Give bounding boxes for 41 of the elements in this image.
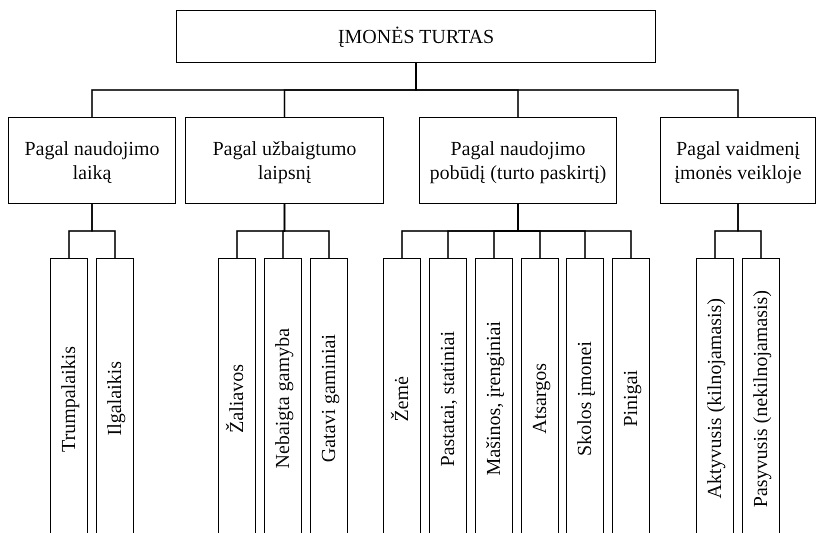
connector-line (415, 63, 739, 117)
node-label: Žemė (390, 376, 414, 422)
item-box (521, 258, 559, 533)
item-box (566, 258, 604, 533)
item-box (96, 258, 134, 533)
item-box (742, 258, 780, 533)
category-box (8, 117, 176, 204)
node-label: Nebaigta gamyba (271, 328, 295, 469)
title-text: ĮMONĖS TURTAS (338, 24, 494, 48)
item-box (264, 258, 302, 533)
connector-line (737, 204, 762, 258)
node-label: Pagal užbaigtumo laipsnį (212, 136, 358, 184)
category-box (185, 117, 384, 204)
category-box (419, 117, 617, 204)
item-box (612, 258, 650, 533)
item-box (310, 258, 348, 533)
node-label: Pastatai, statiniai (436, 330, 460, 466)
connector-line (517, 204, 632, 258)
node-label: Pagal vaidmenį įmonės veikloje (673, 136, 803, 184)
node-label: Ilgalaikis (103, 361, 127, 436)
item-box (696, 258, 734, 533)
item-box (50, 258, 88, 533)
node-label: Mašinos, įrenginiai (482, 321, 506, 476)
node-label: Pagal naudojimo laiką (24, 136, 160, 184)
node-label: Pinigai (619, 370, 643, 427)
category-box (660, 117, 816, 204)
item-box (475, 258, 513, 533)
node-label: Skolos įmonei (573, 340, 597, 456)
item-box (218, 258, 256, 533)
connector-line (91, 204, 116, 258)
category-box (176, 10, 656, 63)
node-label: Gatavi gaminiai (317, 334, 341, 463)
node-label: Aktyvusis (kilnojamasis) (703, 298, 727, 499)
node-label: Atsargos (528, 363, 552, 434)
node-label: Trumpalaikis (57, 346, 81, 452)
connector-line (284, 204, 330, 258)
item-box (383, 258, 421, 533)
node-label: Pasyvusis (nekilnojamasis) (749, 290, 773, 508)
item-box (429, 258, 467, 533)
node-label: Žaliavos (225, 364, 249, 433)
node-label: Pagal naudojimo pobūdį (turto paskirtį) (428, 136, 608, 184)
